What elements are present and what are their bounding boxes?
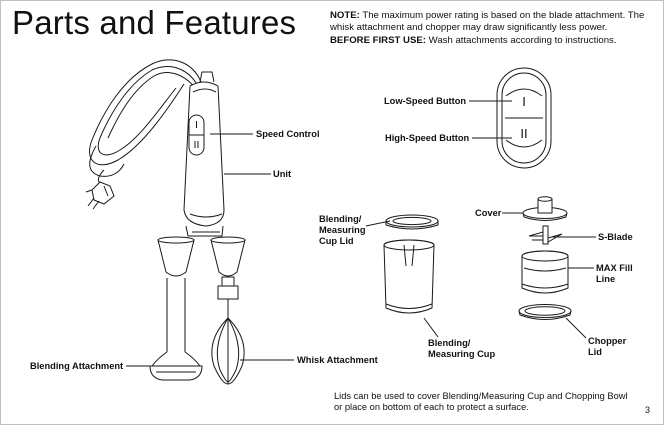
note-label: NOTE: <box>330 10 360 21</box>
measuring-cup-label: Blending/ Measuring Cup <box>428 338 496 359</box>
cover-label: Cover <box>475 208 502 218</box>
page-title: Parts and Features <box>12 4 297 41</box>
blending-attachment-label: Blending Attachment <box>30 361 124 371</box>
speed-control-illustration <box>189 115 204 155</box>
whisk-attachment-label: Whisk Attachment <box>297 355 378 365</box>
low-speed-button-label: Low-Speed Button <box>384 96 467 106</box>
max-fill-line-label: MAX Fill Line <box>596 263 633 284</box>
chopper-lid-label: Chopper Lid <box>588 336 627 357</box>
cup-lid-illustration <box>386 215 438 229</box>
first-use-label: BEFORE FIRST USE: <box>330 35 426 46</box>
measuring-cup-leader <box>424 318 438 337</box>
s-blade-label: S-Blade <box>598 232 633 242</box>
first-use-text: Wash attachments according to instructio… <box>428 35 617 46</box>
note-text: The maximum power rating is based on the… <box>330 10 645 33</box>
chopper-lid-illustration <box>519 305 571 320</box>
measuring-cup-illustration <box>384 240 434 313</box>
page-number: 3 <box>645 405 651 415</box>
speed-control-label: Speed Control <box>256 129 320 139</box>
chopper-bowl-illustration <box>522 251 568 293</box>
high-speed-button-label: High-Speed Button <box>385 133 470 143</box>
speed-buttons-closeup <box>497 68 551 168</box>
plug-icon <box>86 182 114 209</box>
cup-lid-label: Blending/ Measuring Cup Lid <box>319 214 366 246</box>
power-cord-illustration <box>90 60 203 184</box>
note-block: NOTE: The maximum power rating is based … <box>330 10 660 47</box>
chopper-lid-leader <box>566 318 586 338</box>
low-speed-glyph: I <box>522 94 526 109</box>
unit-label: Unit <box>273 169 292 179</box>
cup-lid-leader <box>366 221 390 226</box>
whisk-attachment-illustration <box>211 237 245 384</box>
high-speed-glyph: II <box>520 126 527 141</box>
blending-attachment-illustration <box>150 237 202 380</box>
first-use-line: BEFORE FIRST USE: Wash attachments accor… <box>330 35 660 47</box>
s-blade-illustration <box>529 226 562 244</box>
chopper-cover-illustration <box>523 197 567 221</box>
unit-illustration <box>184 72 224 236</box>
footnote: Lids can be used to cover Blending/Measu… <box>334 391 628 412</box>
